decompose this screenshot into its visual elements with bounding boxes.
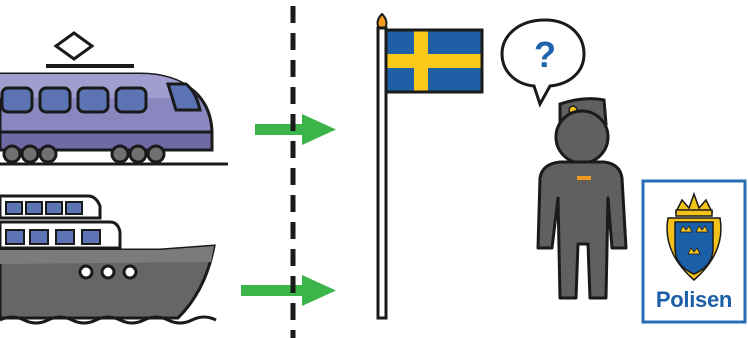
tram-icon bbox=[0, 31, 228, 166]
swedish-flag-icon bbox=[376, 12, 484, 320]
police-badge-label: Polisen bbox=[655, 287, 733, 312]
arrow-right-icon bbox=[255, 114, 336, 145]
police-officer-icon bbox=[536, 97, 628, 300]
police-badge-icon bbox=[641, 179, 747, 324]
speech-bubble-icon bbox=[500, 18, 586, 108]
ship-icon bbox=[0, 194, 217, 325]
speech-bubble-question-mark: ? bbox=[534, 34, 556, 75]
arrow-right-icon bbox=[241, 275, 336, 306]
